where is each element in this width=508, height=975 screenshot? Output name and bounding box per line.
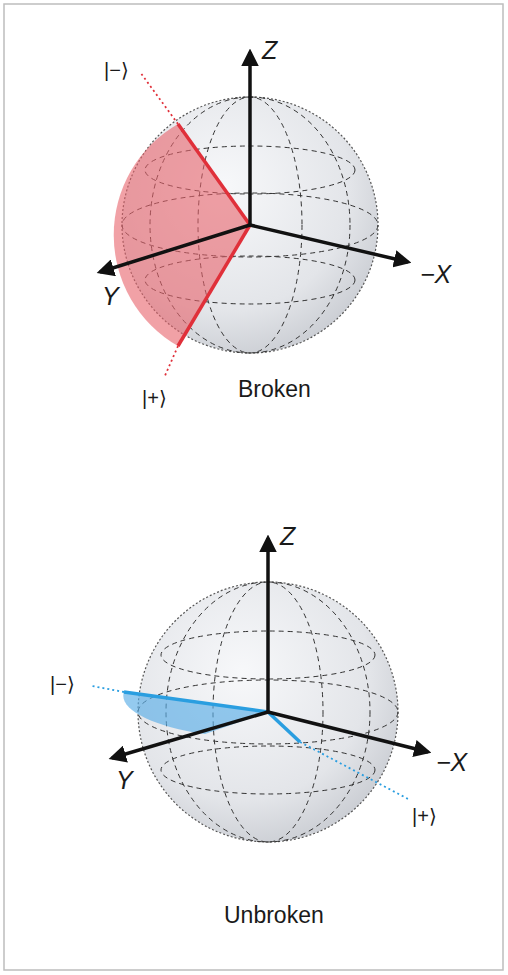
state-label: |+⟩: [412, 806, 437, 826]
axis-label: Y: [102, 284, 119, 309]
panel-caption: Broken: [238, 378, 311, 401]
bloch-sphere-broken: [100, 52, 408, 378]
state-label: |−⟩: [104, 60, 129, 80]
panel-border: [4, 4, 503, 970]
axis-label: −X: [420, 262, 451, 287]
axis-label: Z: [280, 524, 295, 549]
axis-label: −X: [436, 750, 467, 775]
bloch-sphere-unbroken: [92, 538, 428, 842]
panel-caption: Unbroken: [224, 904, 324, 927]
state-label: |+⟩: [142, 388, 167, 408]
axis-label: Y: [116, 768, 133, 793]
axis-label: Z: [262, 38, 277, 63]
state-label: |−⟩: [50, 674, 75, 694]
